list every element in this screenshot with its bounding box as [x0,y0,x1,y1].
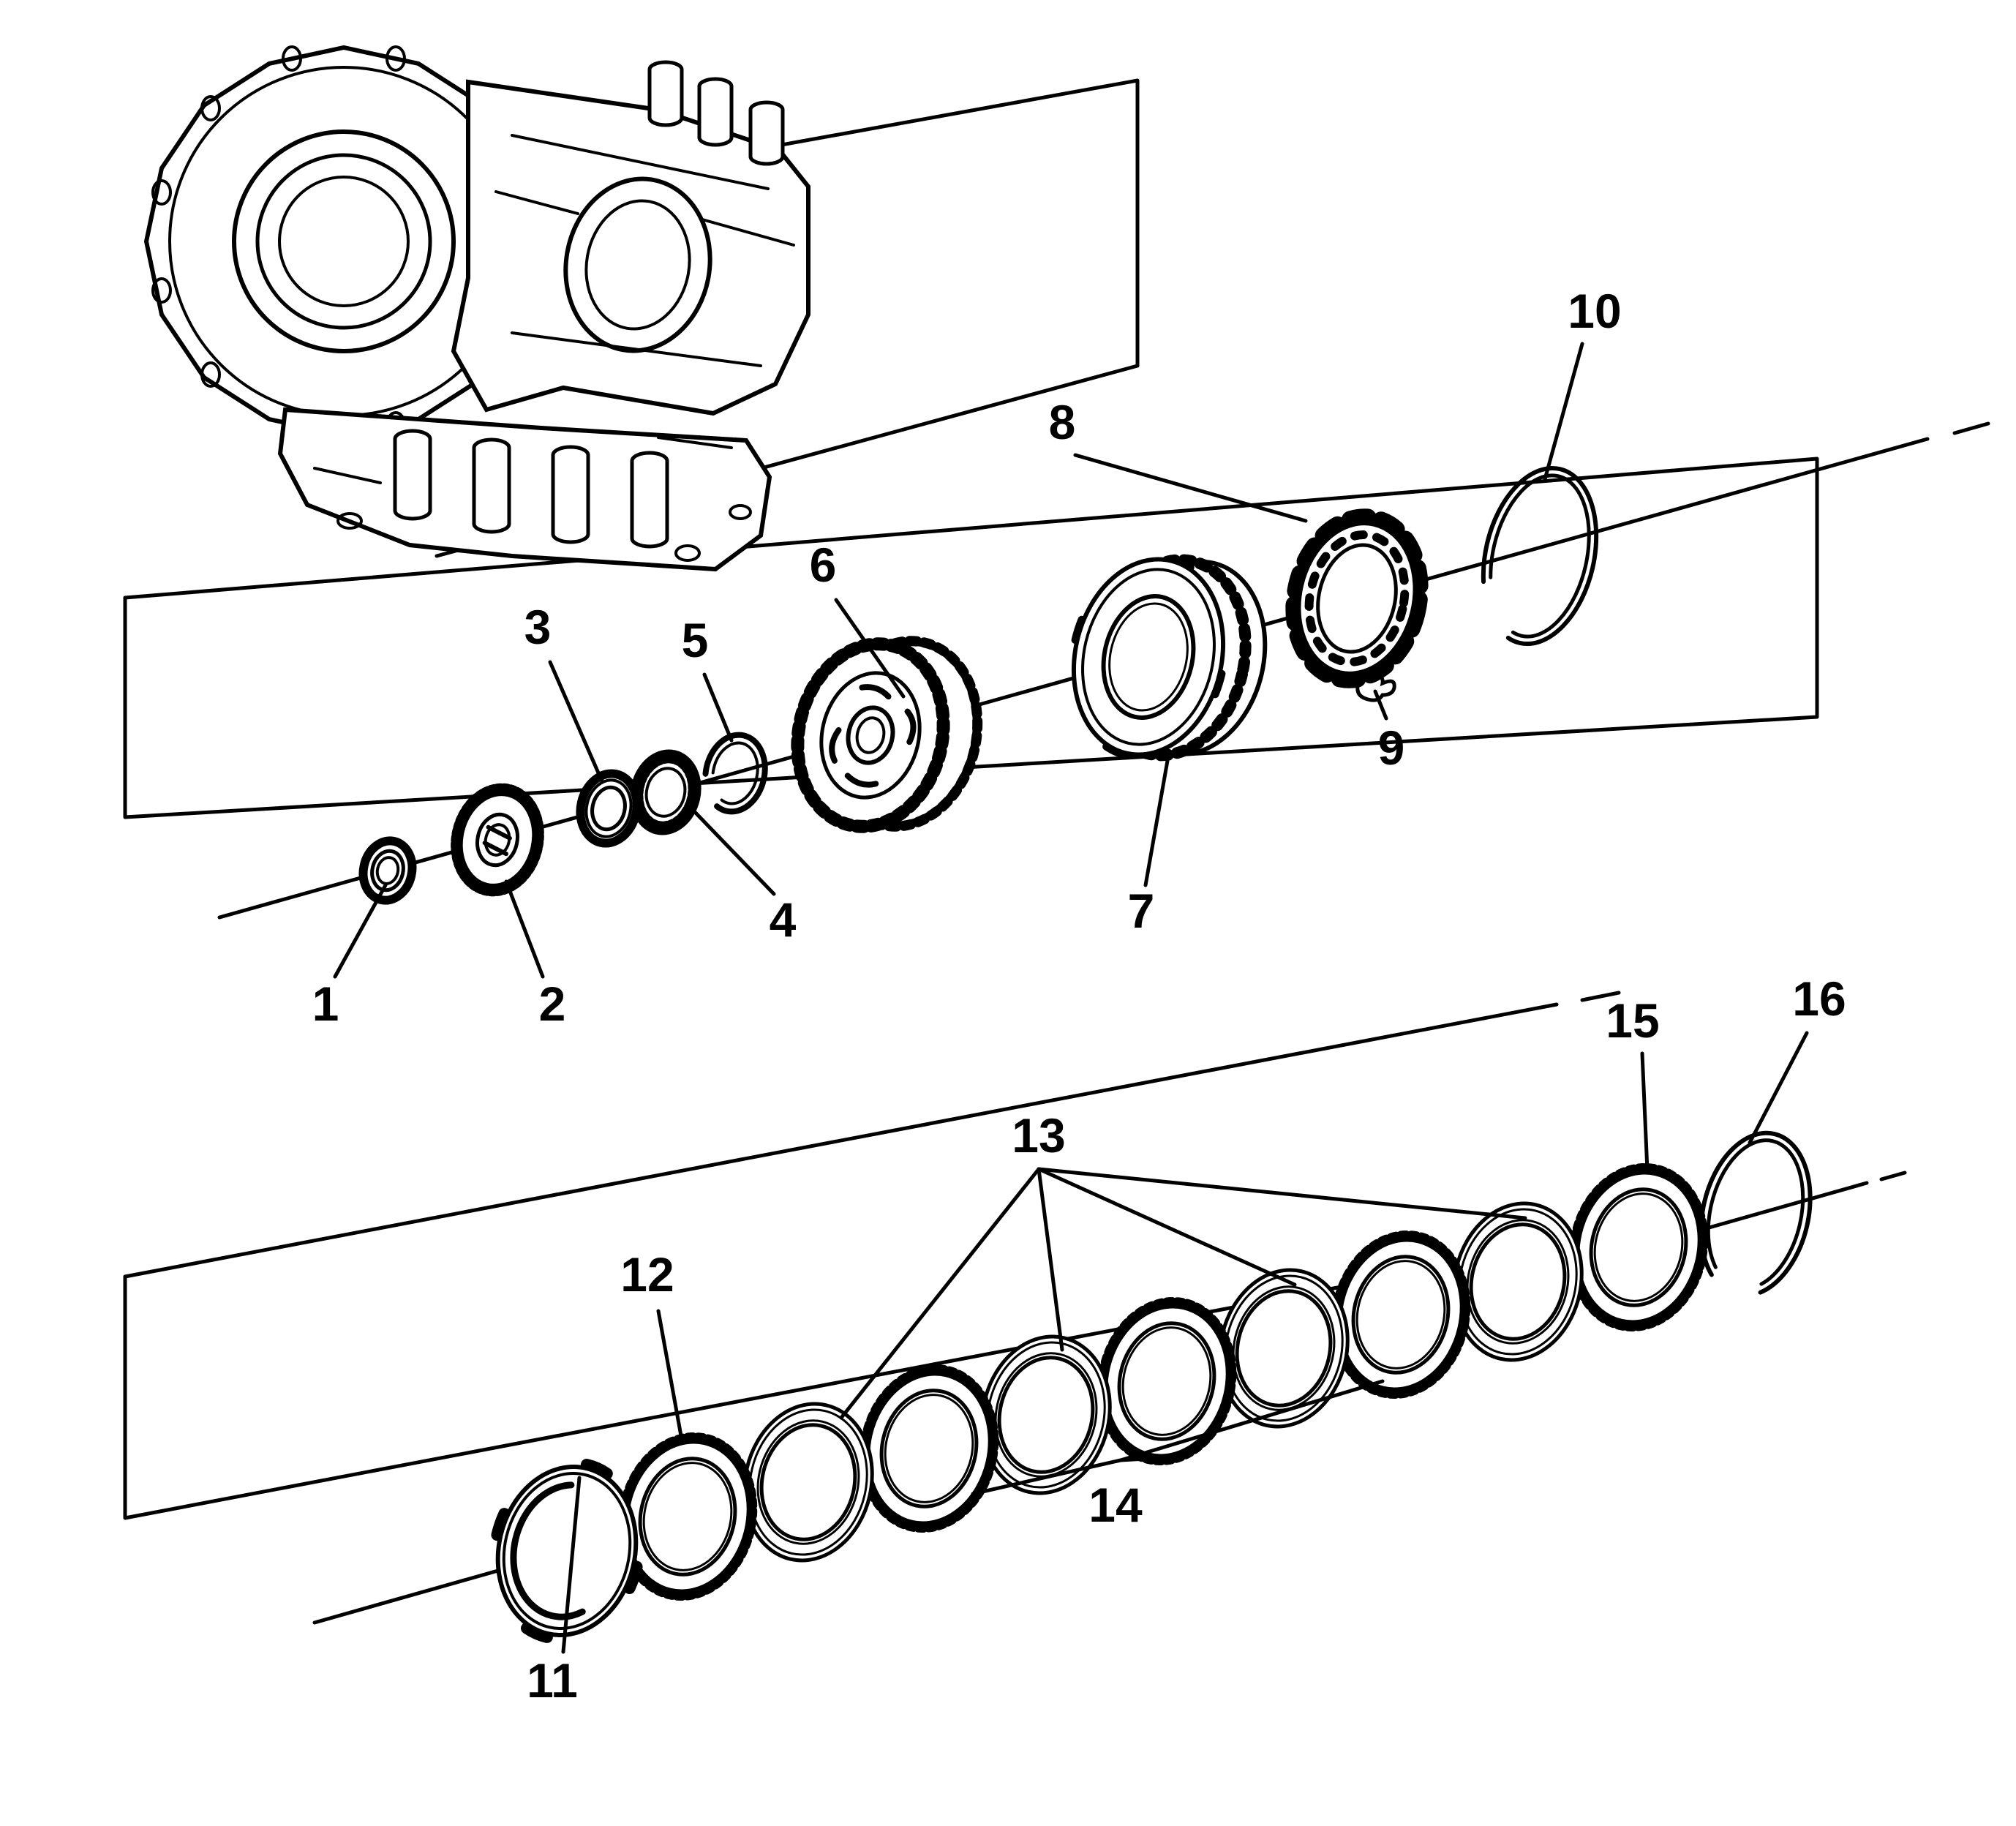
leader-lines [333,342,1809,1654]
callout-labels: 1 2 3 4 5 6 7 8 9 10 11 12 13 14 15 16 [312,284,1846,1707]
part-5-open-washer [702,732,768,815]
part-13-steel-disc [742,1402,874,1563]
callout-12: 12 [620,1247,674,1301]
part-2-gear [451,783,544,897]
callout-6: 6 [810,538,837,592]
part-6-sprag-clutch-drum [791,636,983,833]
callout-9: 9 [1378,721,1405,775]
transmission-case [143,45,810,572]
callout-15: 15 [1606,993,1659,1048]
callout-11: 11 [527,1653,578,1707]
part-13-steel-disc [1452,1201,1584,1362]
case-valve-body [277,407,772,572]
part-13-steel-disc [1218,1268,1350,1429]
part-1-seal [358,836,417,905]
part-14-friction-disc [859,1364,999,1533]
callout-16: 16 [1792,972,1846,1026]
callout-4: 4 [770,893,797,947]
callout-5: 5 [682,613,709,667]
part-14-friction-disc [1331,1231,1471,1399]
part-15-friction-disc [1568,1163,1709,1331]
part-11-backing-plate [488,1457,646,1645]
callout-3: 3 [524,600,552,654]
callout-8: 8 [1049,395,1076,449]
case-main-bore [232,129,456,353]
part-7-clutch-housing [1067,553,1268,762]
part-16-snap-ring [1699,1130,1813,1299]
part-10-snap-ring [1481,465,1599,647]
part-8-lock-plate [1285,508,1429,688]
case-rear-housing [451,60,810,416]
callout-2: 2 [539,977,566,1031]
callout-10: 10 [1568,284,1621,338]
callout-7: 7 [1128,884,1155,938]
part-3-bearing [576,769,642,848]
callout-13: 13 [1012,1108,1065,1162]
callout-14: 14 [1088,1478,1143,1532]
callout-1: 1 [312,977,339,1031]
part-13-steel-disc [980,1334,1112,1495]
part-4-thrust-bearing [630,749,702,835]
